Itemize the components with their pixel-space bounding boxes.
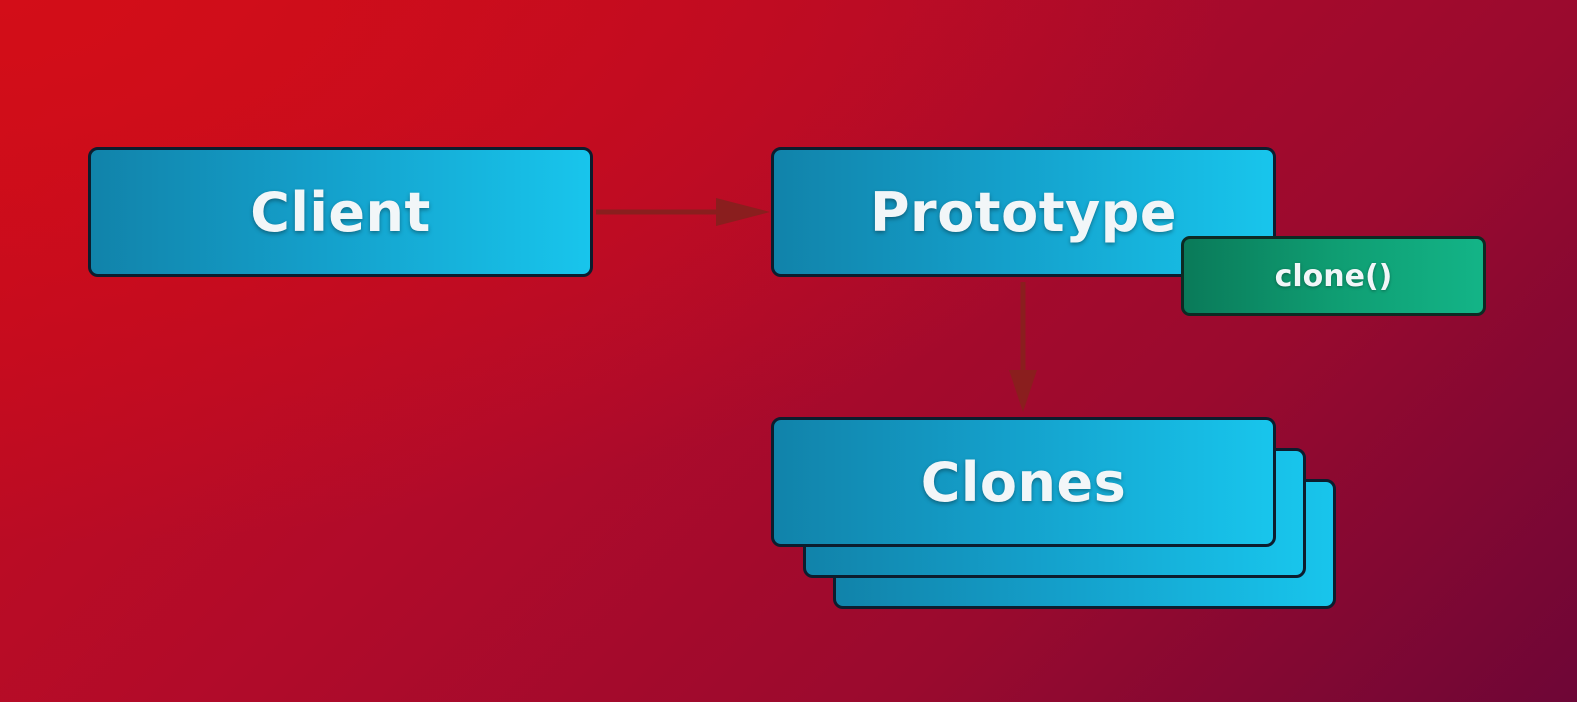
arrow-client-to-prototype [596, 198, 770, 226]
prototype-label: Prototype [869, 180, 1177, 244]
client-node: Client [88, 147, 593, 277]
prototype-node: Prototype [771, 147, 1276, 277]
clone-method-box: clone() [1181, 236, 1486, 316]
arrow-prototype-to-clones [1009, 282, 1037, 412]
clone-method-label: clone() [1274, 258, 1393, 294]
clones-node: Clones [771, 417, 1276, 547]
clones-label: Clones [920, 450, 1127, 514]
client-label: Client [250, 180, 431, 244]
